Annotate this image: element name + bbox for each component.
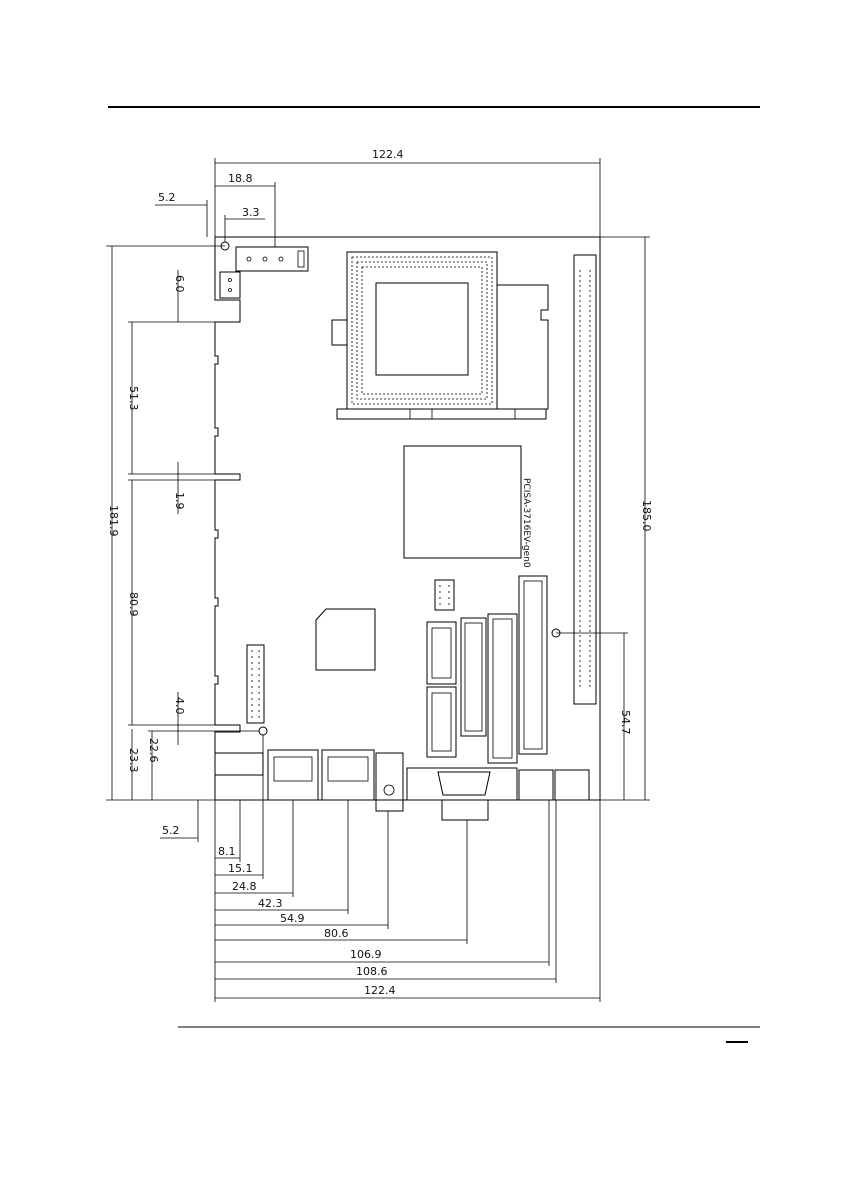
dim-left-23-3: 23.3: [127, 748, 140, 773]
pc104-connector: [574, 255, 596, 704]
left-pin-header: [247, 645, 264, 723]
small-jumper: [435, 580, 454, 610]
dim-left-6-0: 6.0: [173, 275, 186, 293]
dim-top-3-3: 3.3: [242, 206, 260, 219]
dim-top-5-2: 5.2: [158, 191, 176, 204]
dim-left-22-6: 22.6: [147, 738, 160, 763]
dim-width-top: 122.4: [372, 148, 404, 161]
dim-bottom-54-9: 54.9: [280, 912, 305, 925]
dim-bottom-42-3: 42.3: [258, 897, 283, 910]
cpu-socket: [332, 252, 548, 419]
chipset: PCISA-3716EV-gen0: [404, 446, 531, 568]
dim-bottom-5-2: 5.2: [162, 824, 180, 837]
bottom-io: [215, 750, 589, 820]
dim-left-1-9: 1.9: [173, 492, 186, 510]
dim-height-left: 181.9: [107, 505, 120, 537]
dim-left-4-0: 4.0: [173, 697, 186, 715]
dim-top-18-8: 18.8: [228, 172, 253, 185]
dim-left-80-9: 80.9: [127, 592, 140, 617]
dim-bottom-108-6: 108.6: [356, 965, 388, 978]
dim-right-54-7: 54.7: [619, 710, 632, 735]
dim-bottom-24-8: 24.8: [232, 880, 257, 893]
dim-bottom-106-9: 106.9: [350, 948, 382, 961]
dim-left-51-3: 51.3: [127, 386, 140, 411]
cf-chip: [316, 609, 375, 670]
power-connector: [220, 247, 308, 298]
dim-bottom-122-4: 122.4: [364, 984, 396, 997]
dim-bottom-80-6: 80.6: [324, 927, 349, 940]
dim-bottom-8-1: 8.1: [218, 845, 236, 858]
chip-label: PCISA-3716EV-gen0: [521, 478, 531, 568]
mount-hole-bottom-left: [259, 727, 267, 735]
dim-height-right: 185.0: [640, 500, 653, 532]
box-headers: [427, 576, 547, 763]
dim-bottom-15-1: 15.1: [228, 862, 253, 875]
